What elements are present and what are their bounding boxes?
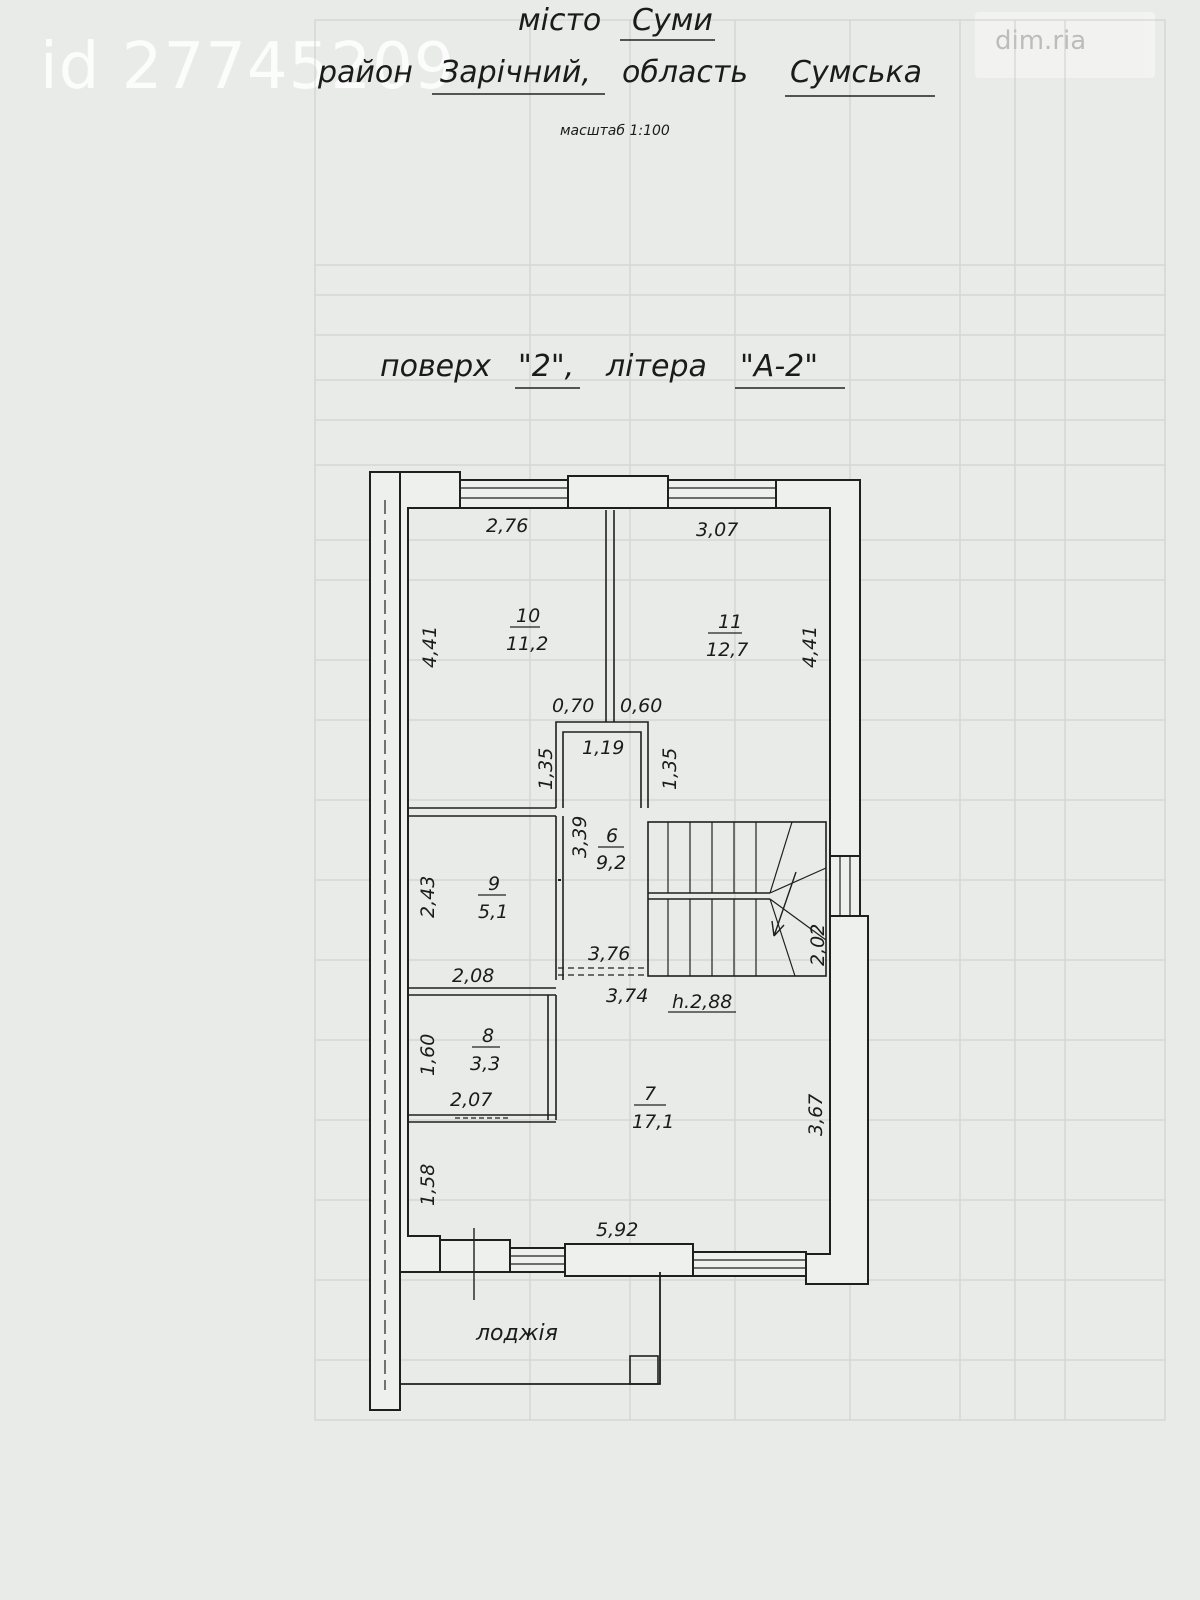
dim-r7-lower: 1,58 <box>417 1164 439 1206</box>
letter-value: "А-2" <box>740 349 818 384</box>
dim-stair-top: 3,76 <box>588 943 630 965</box>
dim-r8-height: 1,60 <box>417 1034 439 1076</box>
room-7-area: 17,1 <box>632 1111 674 1133</box>
room-8-label: 8 3,3 <box>470 1025 500 1075</box>
loggia-label: лоджія <box>475 1321 558 1346</box>
room-10-area: 11,2 <box>506 633 548 655</box>
room-11-area: 12,7 <box>706 639 748 661</box>
site-badge-text: dim.ria <box>995 26 1087 56</box>
dim-r11-width: 3,07 <box>696 519 738 541</box>
room-8-area: 3,3 <box>470 1053 500 1075</box>
dim-r8-width: 2,07 <box>450 1089 492 1111</box>
dim-r7-width: 5,92 <box>596 1219 638 1241</box>
room-7-number: 7 <box>644 1083 656 1105</box>
region-prefix: область <box>622 55 748 90</box>
room-10-label: 10 11,2 <box>506 605 548 655</box>
region-name: Сумська <box>790 55 922 90</box>
letter-prefix: літера <box>605 349 707 384</box>
room-6-number: 6 <box>606 825 618 847</box>
dim-stair-bottom: 3,74 <box>606 985 648 1007</box>
background-table-ghost <box>314 19 1166 1421</box>
dim-r7-height: 3,67 <box>805 1094 827 1136</box>
floor-plan <box>369 471 869 1411</box>
room-11-number: 11 <box>718 611 742 633</box>
room-7-label: 7 17,1 <box>632 1083 674 1133</box>
floor-prefix: поверх <box>380 349 491 384</box>
district-prefix: район <box>317 55 413 90</box>
dim-corridor-width: 1,19 <box>582 737 624 759</box>
room-labels: 10 11,2 11 12,7 6 9,2 9 5,1 8 3,3 7 17,1 <box>470 605 748 1346</box>
scale-label: масштаб 1:100 <box>560 123 670 139</box>
room-11-label: 11 12,7 <box>706 611 748 661</box>
dim-corridor-right: 1,35 <box>659 748 681 790</box>
address-header: місто Суми район Зарічний, область Сумсь… <box>317 3 935 139</box>
room-9-area: 5,1 <box>478 901 508 923</box>
dim-corridor-left: 1,35 <box>535 748 557 790</box>
room-8-number: 8 <box>482 1025 494 1047</box>
dim-r10-width: 2,76 <box>486 515 528 537</box>
room-9-label: 9 5,1 <box>478 873 508 923</box>
floor-number: "2", <box>518 349 574 384</box>
floor-title: поверх "2", літера "А-2" <box>380 349 845 389</box>
dim-door-right: 0,60 <box>620 695 662 717</box>
dim-door-left: 0,70 <box>552 695 594 717</box>
listing-id-watermark: id 27745209 <box>40 30 456 104</box>
dim-r10-depth: 4,41 <box>419 626 441 668</box>
room-10-number: 10 <box>516 605 540 627</box>
city-prefix: місто <box>518 3 601 38</box>
dim-r11-depth: 4,41 <box>799 626 821 668</box>
dim-r9-height: 2,43 <box>417 876 439 918</box>
district-name: Зарічний, <box>440 55 591 90</box>
room-6-area: 9,2 <box>596 852 626 874</box>
dim-r9-width: 2,08 <box>452 965 494 987</box>
dim-r6-length: 3,39 <box>569 816 591 858</box>
dim-stair-side: 2,02 <box>807 924 829 966</box>
dimension-labels: 2,76 3,07 4,41 4,41 0,70 0,60 1,19 1,35 … <box>417 515 829 1241</box>
city-name: Суми <box>632 3 713 38</box>
room-9-number: 9 <box>488 873 500 895</box>
room-6-label: 6 9,2 <box>596 825 626 874</box>
ceiling-height: h.2,88 <box>672 991 732 1013</box>
